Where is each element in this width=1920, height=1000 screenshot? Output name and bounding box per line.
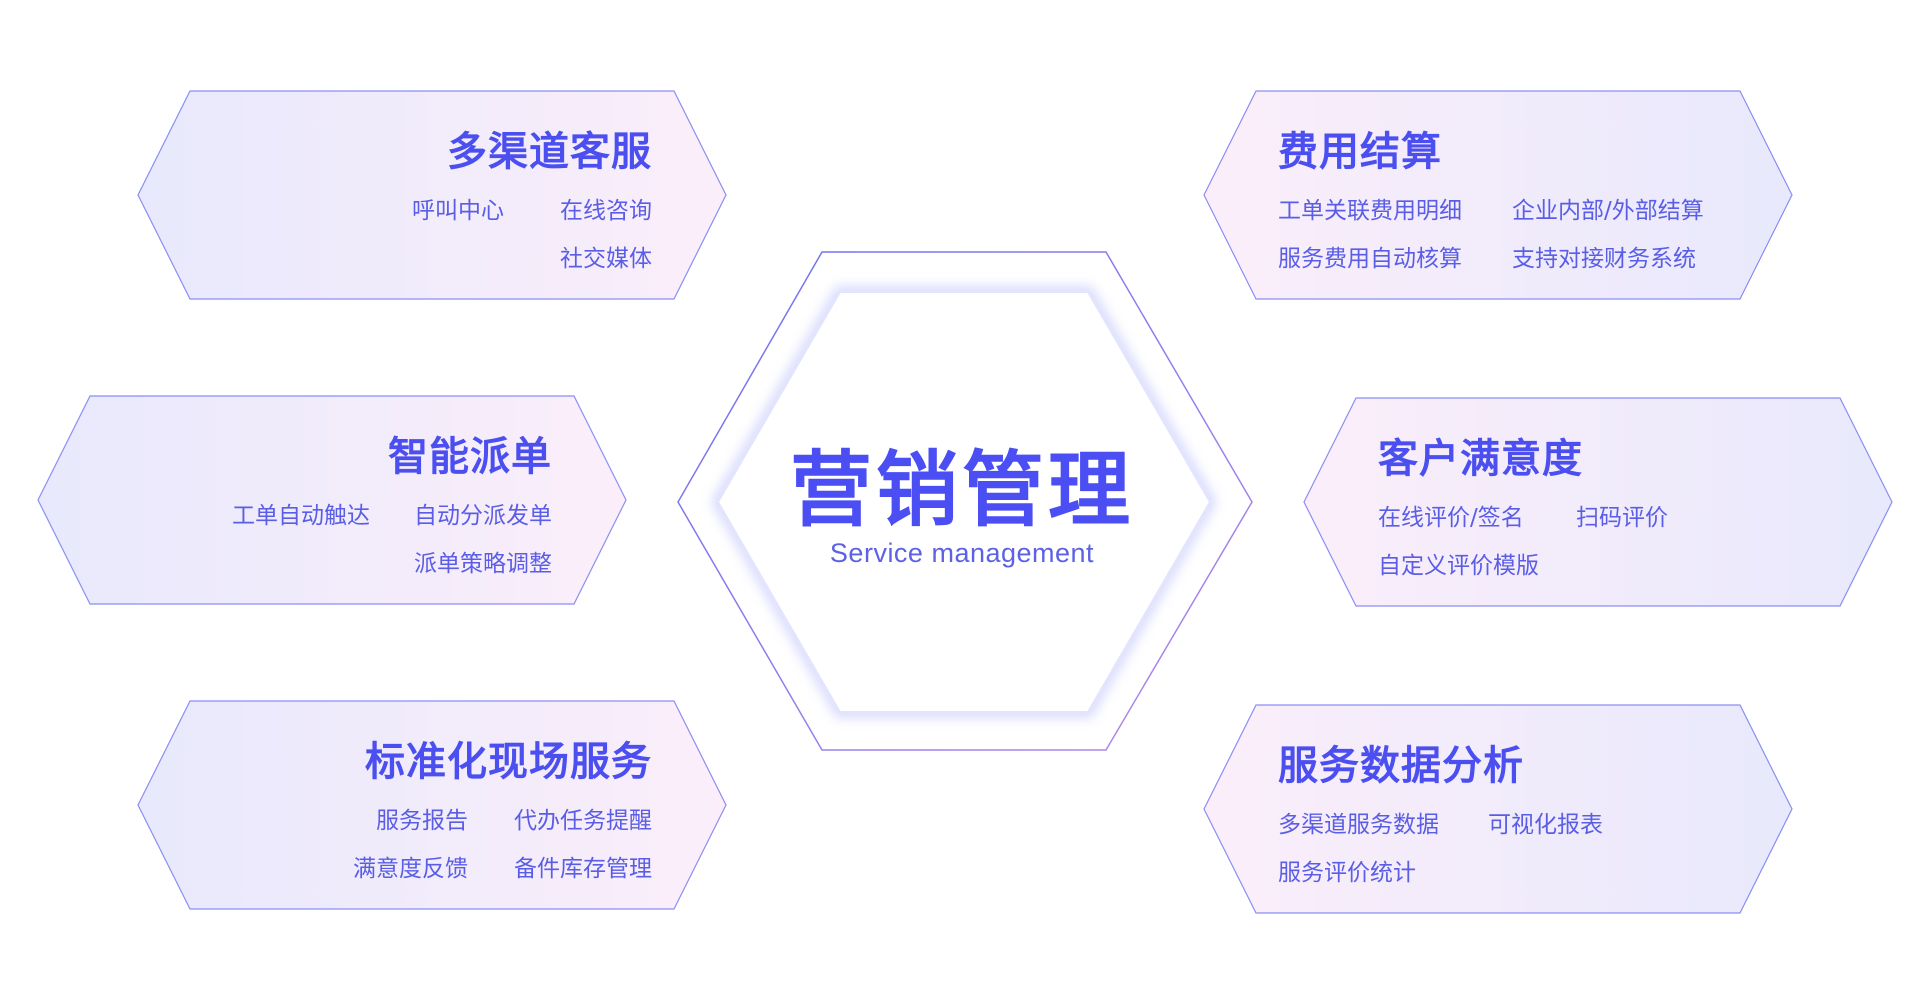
card-standardized-field-service: 标准化现场服务 服务报告 代办任务提醒 满意度反馈 备件库存管理: [136, 699, 728, 911]
card-customer-satisfaction: 客户满意度 在线评价/签名 扫码评价 自定义评价模版: [1302, 396, 1894, 608]
card-item: 在线咨询: [560, 198, 652, 224]
card-smart-dispatch: 智能派单 工单自动触达 自动分派发单 派单策略调整: [36, 394, 628, 606]
card-item: 企业内部/外部结算: [1512, 198, 1704, 224]
card-item: 扫码评价: [1576, 505, 1668, 531]
card-item: 多渠道服务数据: [1278, 812, 1439, 838]
card-item: 服务报告: [376, 808, 468, 834]
center-subtitle: Service management: [829, 538, 1095, 568]
card-title: 客户满意度: [1378, 436, 1583, 482]
card-item: 在线评价/签名: [1378, 505, 1524, 531]
card-item: 呼叫中心: [412, 198, 504, 224]
card-title: 智能派单: [388, 434, 552, 480]
card-title: 标准化现场服务: [365, 739, 652, 785]
card-title: 费用结算: [1278, 129, 1442, 175]
card-item: 自定义评价模版: [1378, 553, 1539, 579]
card-title: 服务数据分析: [1278, 743, 1524, 789]
card-item: 可视化报表: [1488, 812, 1603, 838]
card-item: 服务费用自动核算: [1278, 246, 1462, 272]
card-service-data-analysis: 服务数据分析 多渠道服务数据 可视化报表 服务评价统计: [1202, 703, 1794, 915]
card-title: 多渠道客服: [447, 129, 652, 175]
card-item: 服务评价统计: [1278, 860, 1416, 886]
card-item: 支持对接财务系统: [1512, 246, 1696, 272]
card-item: 满意度反馈: [353, 856, 468, 882]
card-multichannel-service: 多渠道客服 呼叫中心 在线咨询 社交媒体: [136, 89, 728, 301]
card-item: 社交媒体: [560, 246, 652, 272]
center-title: 营销管理: [789, 443, 1134, 538]
card-item: 工单关联费用明细: [1278, 198, 1462, 224]
card-item: 工单自动触达: [232, 503, 370, 529]
card-item: 备件库存管理: [514, 856, 652, 882]
card-item: 自动分派发单: [414, 503, 552, 529]
card-item: 代办任务提醒: [514, 808, 652, 834]
card-fee-settlement: 费用结算 工单关联费用明细 企业内部/外部结算 服务费用自动核算 支持对接财务系…: [1202, 89, 1794, 301]
card-item: 派单策略调整: [414, 551, 552, 577]
